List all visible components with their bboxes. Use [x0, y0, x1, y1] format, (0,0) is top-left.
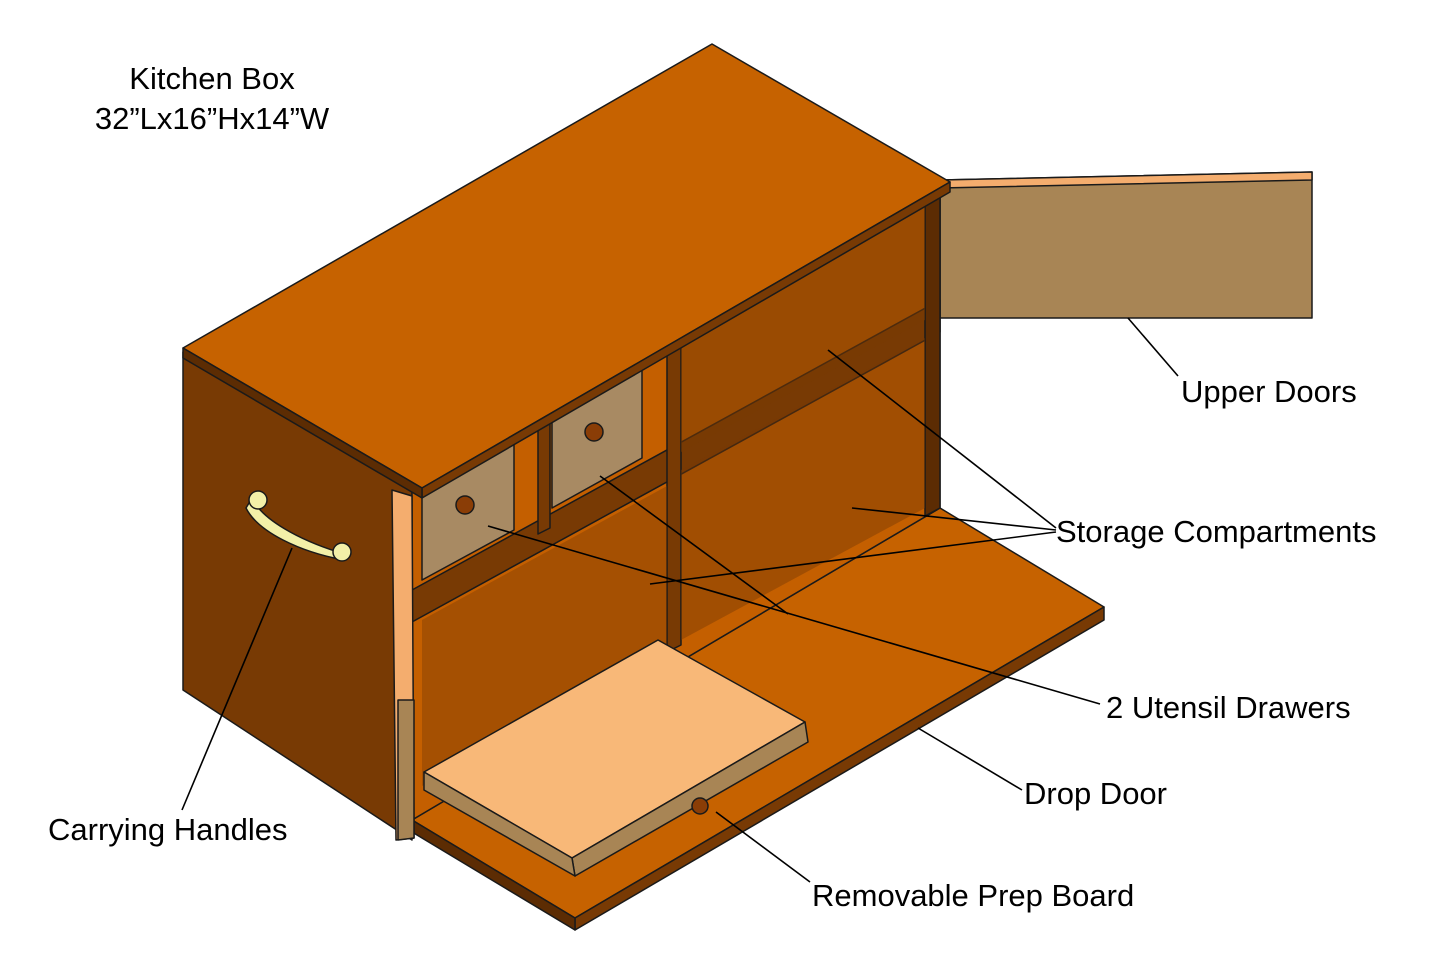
leader-upper-doors	[1127, 317, 1179, 377]
compartment-upper-shade	[681, 205, 925, 452]
leader-drawer-2	[599, 475, 789, 615]
box-top-left-edge	[182, 347, 423, 499]
label-storage-compartments: Storage Compartments	[1056, 514, 1376, 549]
leader-drawer-1	[487, 525, 1101, 705]
handle-mount-bottom	[332, 542, 352, 562]
diagram-title: Kitchen Box	[129, 61, 295, 96]
divider-right	[924, 195, 941, 517]
prep-board-left-edge	[423, 771, 576, 877]
box-top	[182, 43, 951, 499]
leader-prep-board	[715, 811, 811, 883]
prep-board-knob	[691, 797, 709, 815]
prep-board	[423, 639, 809, 877]
diagram-dimensions: 32”Lx16”Hx14”W	[95, 101, 330, 136]
drawer-knob-right	[584, 422, 604, 442]
leader-storage-3	[649, 531, 1057, 585]
handle-mount-top	[248, 490, 268, 510]
drawer-knob-left	[455, 495, 475, 515]
label-prep-board: Removable Prep Board	[812, 878, 1134, 913]
upper-door-panel	[939, 171, 1313, 319]
side-door-shade	[397, 699, 415, 841]
compartment-lower-shade	[681, 338, 925, 640]
leader-storage-1	[827, 349, 1057, 529]
upper-door	[939, 171, 1313, 319]
label-drop-door: Drop Door	[1024, 776, 1167, 811]
leader-handle	[181, 547, 293, 811]
label-utensil-drawers: 2 Utensil Drawers	[1106, 690, 1351, 725]
carrying-handle	[245, 490, 352, 562]
leader-storage-2	[851, 507, 1057, 531]
label-upper-doors: Upper Doors	[1181, 374, 1357, 409]
leader-lines	[181, 317, 1179, 883]
leader-drop-door	[917, 727, 1023, 791]
side-door	[391, 489, 415, 841]
label-carrying-handles: Carrying Handles	[48, 812, 288, 847]
divider-center	[666, 337, 682, 653]
